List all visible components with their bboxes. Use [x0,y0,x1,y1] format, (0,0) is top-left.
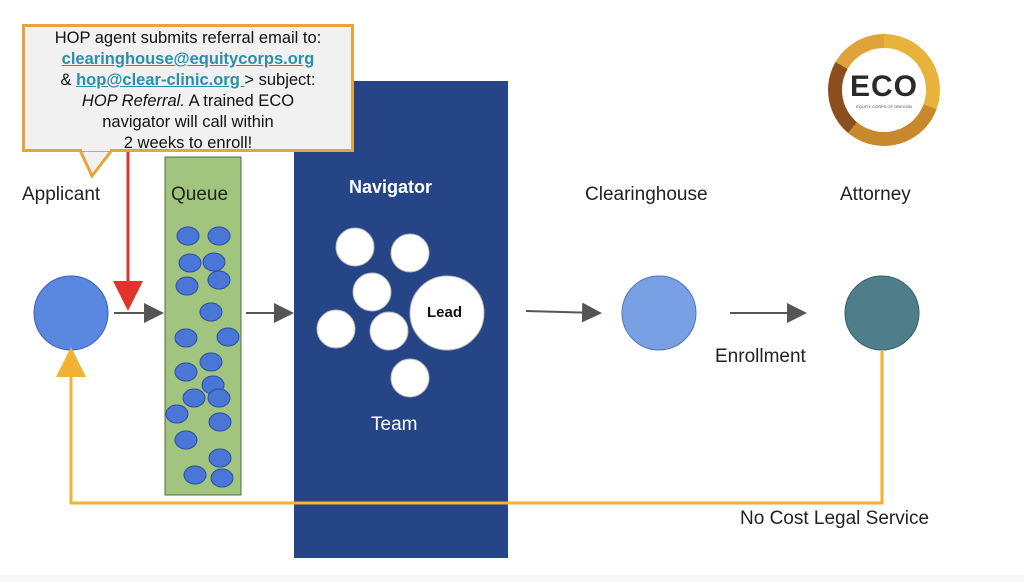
queue-dot [199,352,223,372]
queue-dot [208,448,232,468]
no-cost-label: No Cost Legal Service [740,508,930,529]
queue-dot [182,388,206,408]
return-arrow [56,347,884,505]
queue-dot [165,404,189,424]
team-member [335,227,375,267]
queue-dot [175,276,199,296]
navigator-label: Navigator [349,177,433,197]
queue-dot [216,327,240,347]
logo-subtext: EQUITY CORPS OF OREGON [856,104,912,109]
callout-amp: & [60,71,77,89]
queue-dot [207,270,231,290]
referral-callout [22,24,354,152]
queue-dot [208,412,232,432]
callout-line1: HOP agent submits referral email to: [54,29,322,47]
callout-subject: HOP Referral. [81,92,185,110]
queue-dot [207,388,231,408]
queue-dot [183,465,207,485]
team-member [390,233,430,273]
callout-line4: navigator will call within [102,113,274,131]
queue-dot [207,226,231,246]
applicant-node [33,275,109,351]
hop-email-link[interactable]: hop@clear-clinic.org [76,71,245,89]
queue-dot [178,253,202,273]
queue-dot [176,226,200,246]
team-member [369,311,409,351]
team-member [390,358,430,398]
callout-line5: 2 weeks to enroll! [123,134,253,152]
queue-dots [165,226,240,488]
clearinghouse-label: Clearinghouse [585,184,708,205]
team-member [316,309,356,349]
lead-node [409,275,485,351]
eco-logo: ECO EQUITY CORPS OF OREGON [828,34,940,146]
queue-dot [174,328,198,348]
queue-dot [202,252,226,272]
enrollment-label: Enrollment [715,346,806,367]
queue-dot [174,362,198,382]
bottom-band [0,575,1024,582]
attorney-label: Attorney [840,184,911,205]
callout-line3-rest: A trained ECO [184,92,295,110]
lead-label: Lead [427,304,463,321]
callout-joint [82,146,110,151]
callout-text: HOP agent submits referral email to: cle… [22,28,354,154]
clearinghouse-node [621,275,697,351]
team-members [316,227,485,398]
queue-dot [174,430,198,450]
queue-dot [199,302,223,322]
clearinghouse-email-link[interactable]: clearinghouse@equitycorps.org [61,50,315,68]
queue-dot [210,468,234,488]
attorney-node [844,275,920,351]
arrow-navigator-to-clearinghouse [525,302,602,323]
queue-label: Queue [171,184,229,205]
team-label: Team [371,414,418,435]
callout-subject-label: > subject: [244,71,316,89]
applicant-label: Applicant [22,184,101,205]
logo-text: ECO [849,70,918,103]
team-member [352,272,392,312]
